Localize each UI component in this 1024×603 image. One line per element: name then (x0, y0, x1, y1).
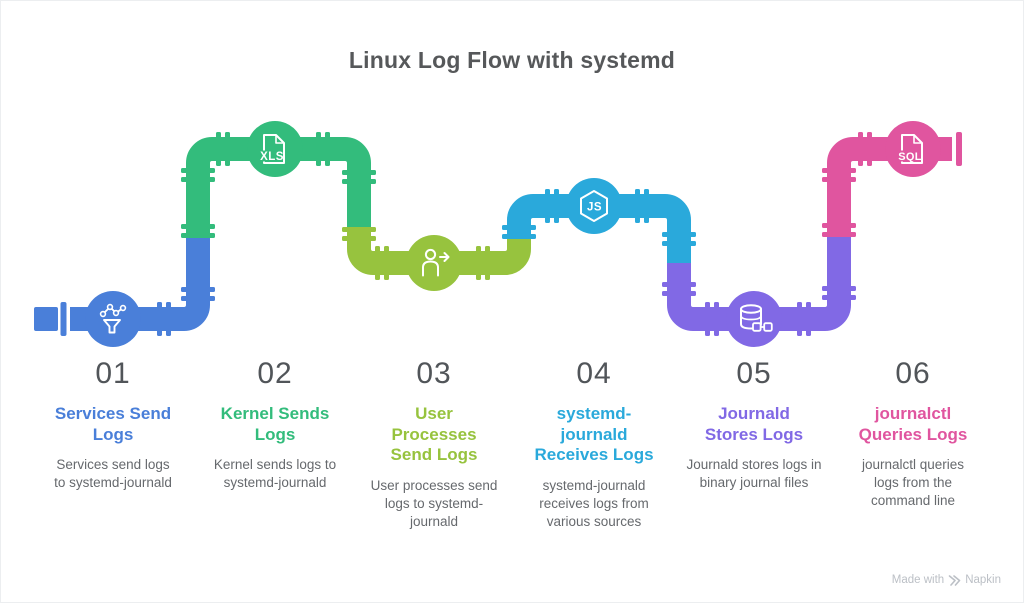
step-column-6: 06 journalctl Queries Logs journalctl qu… (828, 359, 998, 510)
step-number: 03 (416, 357, 452, 390)
step-column-1: 01 Services Send Logs Services send logs… (28, 359, 198, 492)
step-column-5: 05 Journald Stores Logs Journald stores … (669, 359, 839, 492)
step-title: systemd-journald Receives Logs (534, 404, 654, 465)
step-description: journalctl queries logs from the command… (861, 457, 965, 509)
user-arrow-icon (406, 235, 462, 291)
xls-file-icon: XLS (247, 121, 303, 177)
step-number: 02 (257, 357, 293, 390)
step-column-3: 03 User Processes Send Logs User process… (349, 359, 519, 531)
sql-file-icon: SQL (885, 121, 941, 177)
step-title: Kernel Sends Logs (220, 404, 330, 444)
step-number: 06 (895, 357, 931, 390)
pipe-step-6 (827, 137, 952, 236)
watermark-prefix: Made with (891, 574, 945, 586)
pipe-end-caps (34, 132, 962, 336)
pipe-step-1 (70, 238, 210, 331)
step-title: User Processes Send Logs (390, 404, 478, 465)
napkin-logo-icon (948, 574, 961, 586)
step-description: User processes send logs to systemd-jour… (370, 478, 498, 529)
step-description: Journald stores logs in binary journal f… (686, 457, 822, 491)
step-description: Kernel sends logs to systemd-journald (213, 457, 337, 491)
database-link-icon (726, 291, 782, 347)
step-number: 01 (95, 357, 131, 390)
svg-text:SQL: SQL (898, 151, 922, 163)
watermark-brand: Napkin (965, 574, 1001, 586)
js-hexagon-icon: JS (566, 178, 622, 234)
step-description: systemd-journald receives logs from vari… (539, 478, 649, 529)
step-number: 05 (736, 357, 772, 390)
step-column-4: 04 systemd-journald Receives Logs system… (509, 359, 679, 531)
watermark: Made with Napkin (892, 574, 1001, 586)
page-title: Linux Log Flow with systemd (348, 47, 676, 73)
step-description: Services send logs to systemd-journald (54, 457, 172, 491)
step-title: Services Send Logs (54, 404, 172, 444)
step-number: 04 (576, 357, 612, 390)
step-title: journalctl Queries Logs (858, 404, 968, 444)
svg-text:JS: JS (587, 202, 602, 214)
funnel-graph-icon (85, 291, 141, 347)
pipe-couplings (157, 132, 872, 336)
svg-text:XLS: XLS (260, 151, 284, 163)
step-column-2: 02 Kernel Sends Logs Kernel sends logs t… (190, 359, 360, 492)
step-title: Journald Stores Logs (704, 404, 804, 444)
